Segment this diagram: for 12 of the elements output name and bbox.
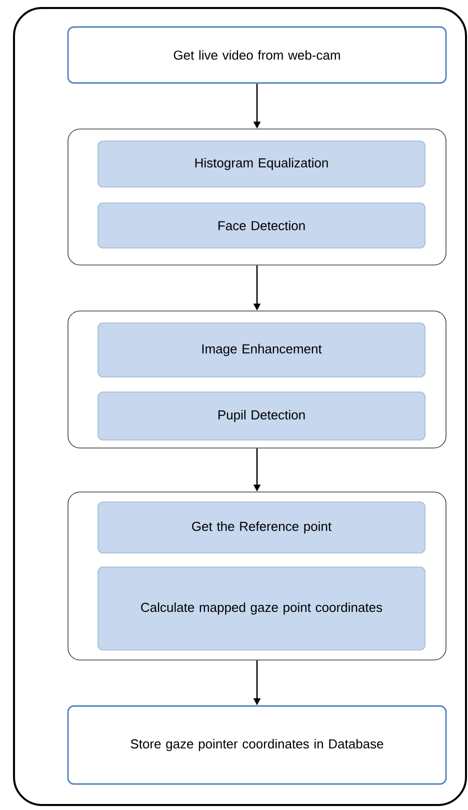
outer-frame [13,7,467,806]
group-box [68,128,446,266]
process-box: Store gaze pointer coordinates in Database [67,705,447,785]
step-box: Histogram Equalization [98,140,426,188]
step-box: Face Detection [98,202,426,248]
process-box: Get live video from web-cam [67,26,447,84]
step-box: Get the Reference point [98,502,426,554]
group-box [68,310,446,448]
step-box: Image Enhancement [98,322,426,378]
step-box: Calculate mapped gaze point coordinates [98,566,426,650]
group-box [68,492,446,660]
step-box: Pupil Detection [98,392,426,440]
